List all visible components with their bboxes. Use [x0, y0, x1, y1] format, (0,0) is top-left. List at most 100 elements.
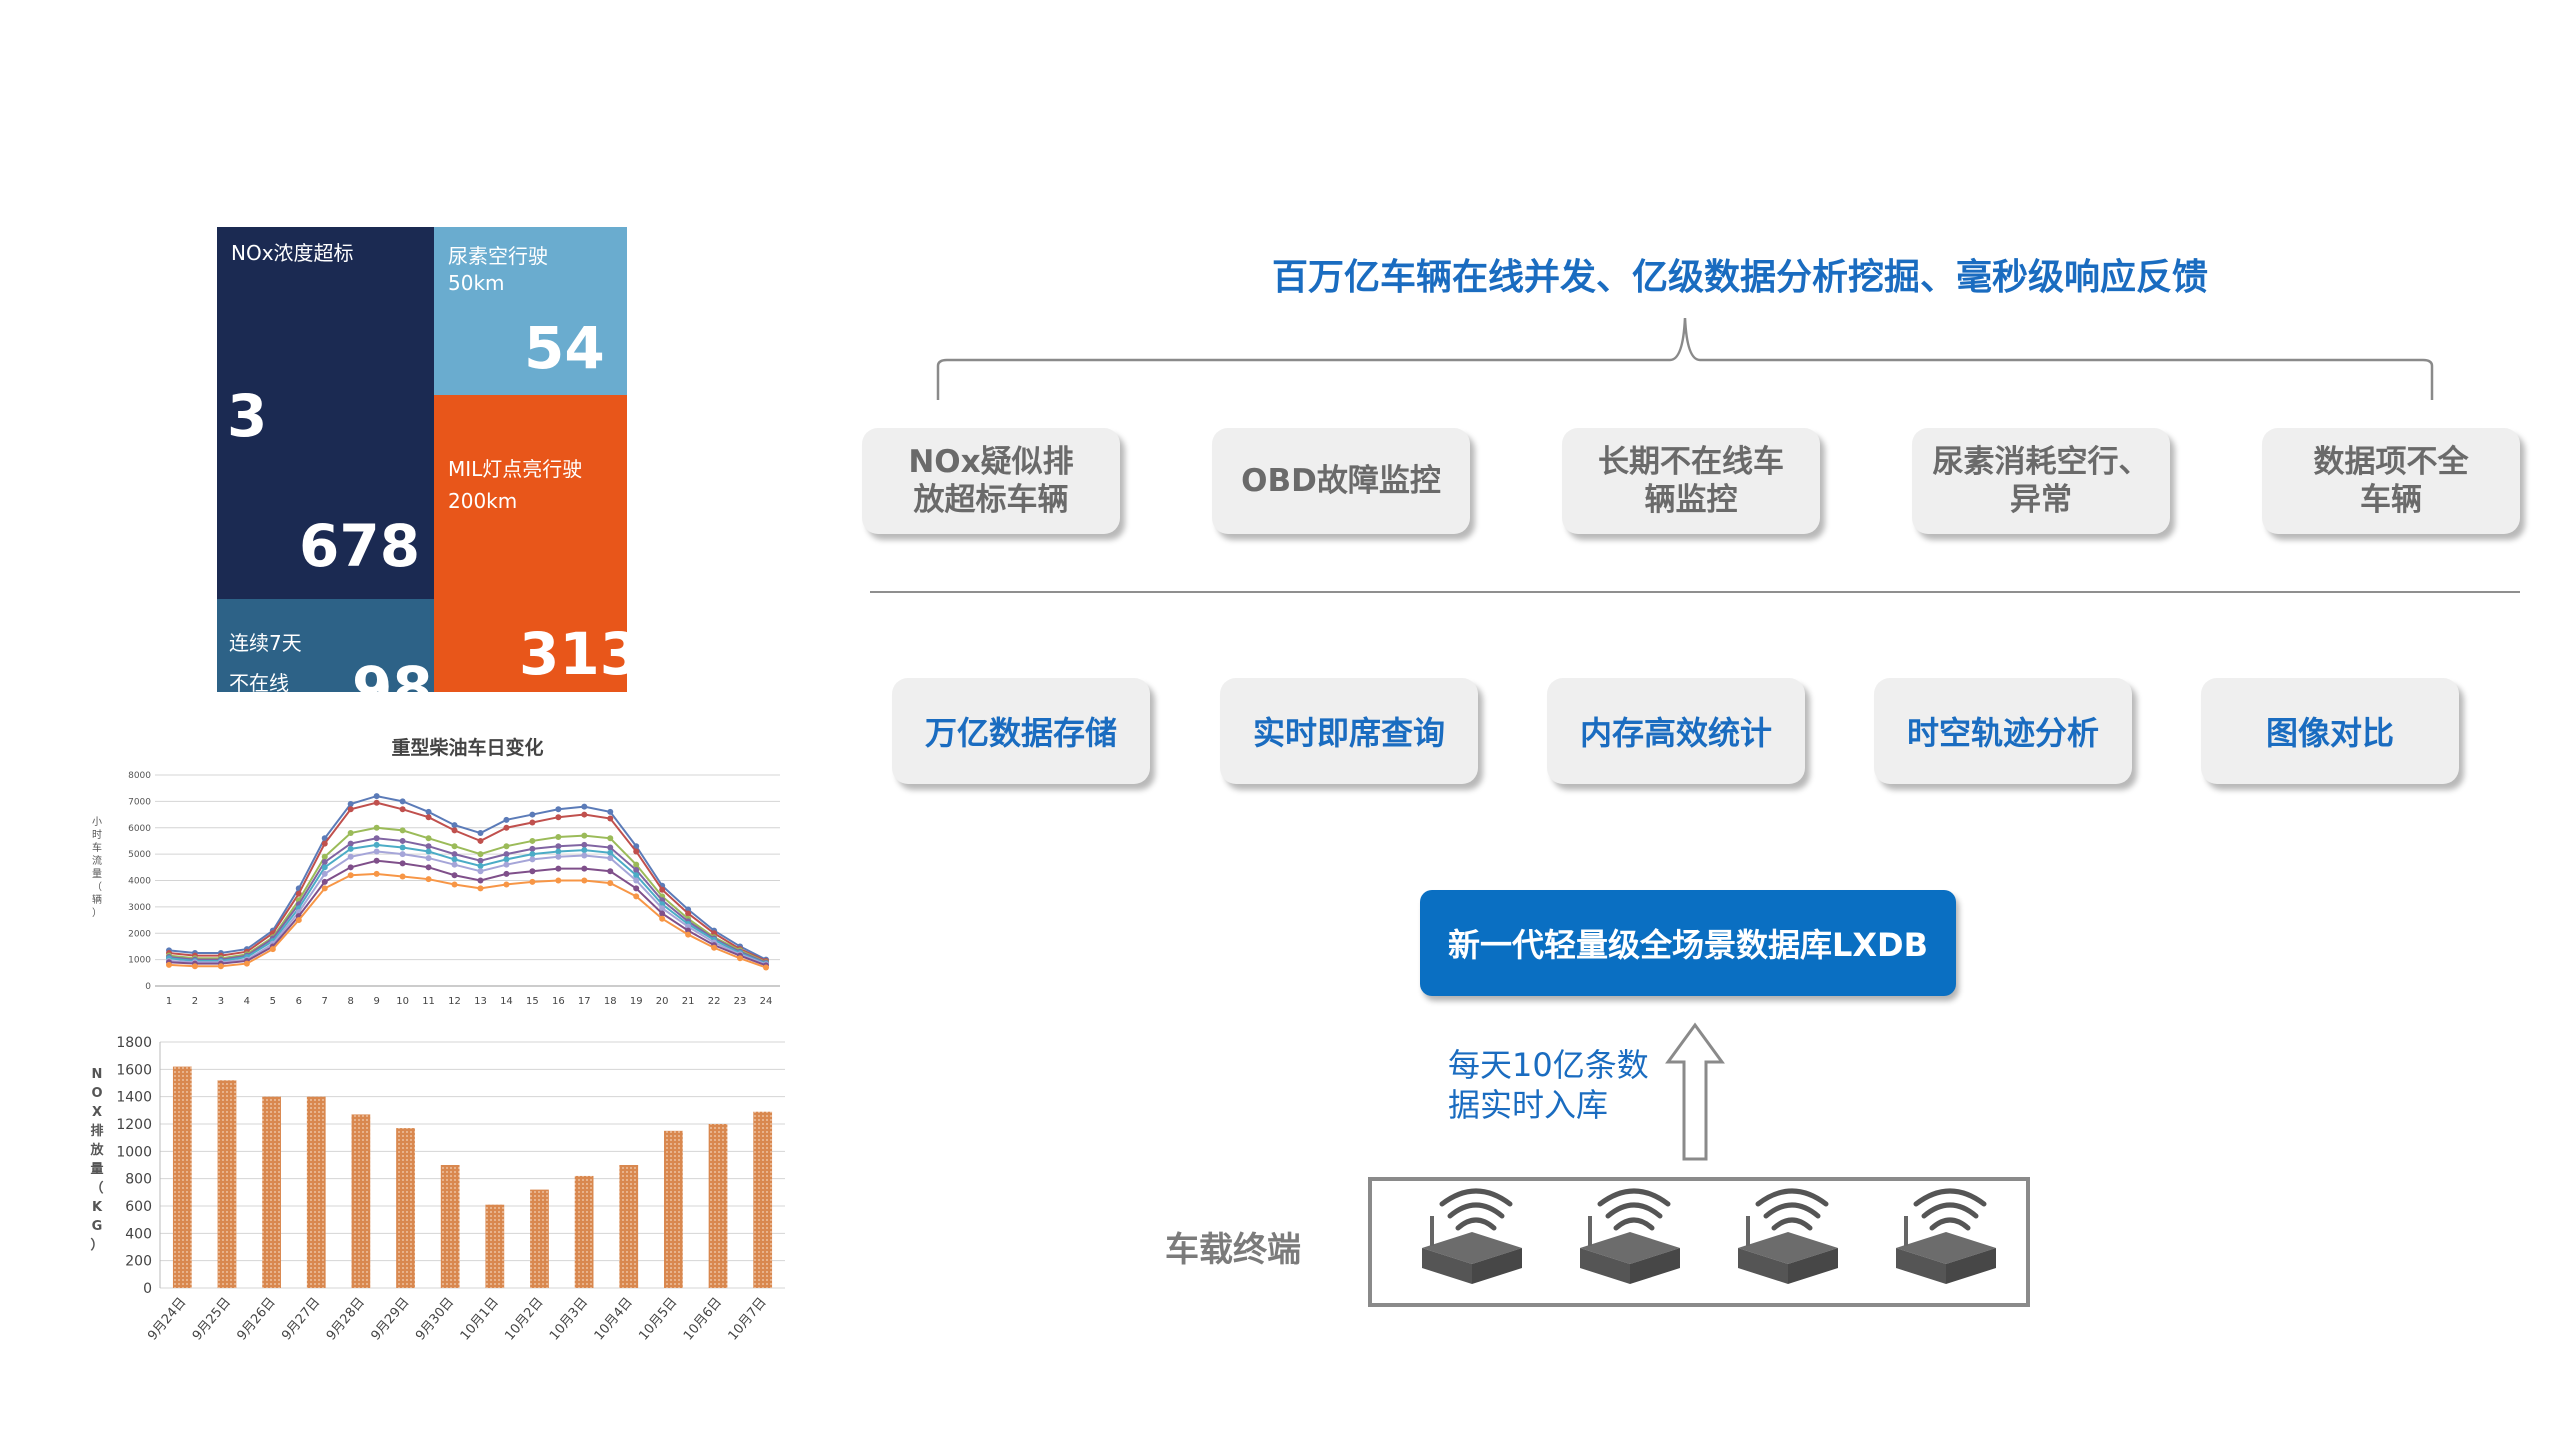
- data-point: [607, 808, 614, 815]
- tile-offline-sublabel: 不在线: [229, 671, 289, 692]
- data-point: [399, 851, 406, 858]
- data-point: [581, 877, 588, 884]
- y-axis-label-char: 小: [92, 816, 102, 828]
- data-point: [685, 931, 692, 938]
- y-axis-label-char: 流: [92, 854, 102, 867]
- data-point: [581, 852, 588, 859]
- tile-nox-exceed: NOx浓度超标 3 678: [217, 227, 434, 599]
- data-point: [269, 946, 276, 953]
- tile-urea-value: 54: [524, 314, 605, 382]
- data-point: [373, 835, 380, 842]
- data-point: [607, 835, 614, 842]
- y-axis-label-char: 辆: [92, 893, 102, 906]
- bar: [172, 1066, 192, 1288]
- data-point: [607, 880, 614, 887]
- bar: [485, 1204, 505, 1288]
- capability-trillion-storage: 万亿数据存储: [892, 678, 1150, 784]
- y-axis-label-char: G: [92, 1219, 103, 1234]
- y-tick-label: 1600: [116, 1062, 152, 1078]
- data-point: [373, 848, 380, 855]
- tile-mil-sublabel: 200km: [448, 489, 518, 513]
- data-point: [659, 905, 666, 912]
- x-tick-label: 24: [760, 996, 773, 1007]
- bar: [708, 1124, 728, 1288]
- x-tick-label: 16: [552, 996, 565, 1007]
- data-point: [451, 843, 458, 850]
- data-point: [425, 864, 432, 871]
- y-axis-label-char: N: [92, 1067, 103, 1082]
- series-line: [168, 801, 767, 962]
- data-point: [243, 960, 250, 967]
- x-tick-label: 3: [218, 996, 224, 1007]
- data-point: [166, 961, 172, 968]
- x-tick-label: 23: [734, 996, 747, 1007]
- router-icon: [1422, 1188, 1522, 1284]
- data-point: [529, 878, 536, 885]
- series-line: [168, 837, 767, 964]
- y-axis-label-char: ）: [90, 1237, 103, 1253]
- wifi-arc: [1755, 1188, 1829, 1207]
- bar: [262, 1096, 281, 1288]
- wifi-arc: [1763, 1202, 1821, 1219]
- data-point: [581, 811, 588, 818]
- y-tick-label: 6000: [128, 824, 151, 834]
- data-point: [425, 814, 432, 821]
- tile-urea-label: 尿素空行驶: [448, 244, 548, 268]
- x-tick-label: 10月1日: [458, 1295, 502, 1344]
- bar: [574, 1175, 594, 1288]
- data-point: [425, 808, 432, 815]
- nox-emission-bar-chart: 020040060080010001200140016001800NOX排放量（…: [85, 1030, 795, 1380]
- monitor-incomplete-data: 数据项不全车辆: [2262, 428, 2520, 534]
- data-point: [217, 963, 224, 970]
- capability-realtime-query: 实时即席查询: [1220, 678, 1478, 784]
- x-tick-label: 10月3日: [547, 1295, 591, 1344]
- wifi-arc: [1771, 1217, 1813, 1231]
- data-point: [347, 840, 354, 847]
- data-point: [581, 803, 588, 810]
- x-tick-label: 9月27日: [279, 1295, 323, 1344]
- data-point: [633, 893, 640, 900]
- data-point: [347, 864, 354, 871]
- data-point: [633, 872, 640, 879]
- data-point: [659, 910, 666, 917]
- data-point: [399, 873, 406, 880]
- y-tick-label: 1200: [116, 1117, 152, 1133]
- lxdb-database-box: 新一代轻量级全场景数据库LXDB: [1420, 890, 1956, 996]
- x-tick-label: 10月4日: [592, 1295, 636, 1344]
- monitor-obd-fault: OBD故障监控: [1212, 428, 1470, 534]
- ingest-label-line1: 每天10亿条数: [1448, 1046, 1649, 1084]
- data-point: [451, 827, 458, 834]
- monitor-item-line1: NOx疑似排: [908, 444, 1074, 480]
- data-point: [477, 857, 484, 864]
- capability-trajectory-analysis: 时空轨迹分析: [1874, 678, 2132, 784]
- tile-nox-value: 678: [299, 512, 421, 580]
- y-axis-label-char: K: [92, 1200, 103, 1215]
- ingest-label: 每天10亿条数 据实时入库: [1448, 1045, 1649, 1125]
- daily-traffic-line-chart: 重型柴油车日变化01000200030004000500060007000800…: [85, 730, 795, 1030]
- data-point: [737, 955, 744, 962]
- monitor-urea-anomaly: 尿素消耗空行、异常: [1912, 428, 2170, 534]
- y-tick-label: 4000: [128, 877, 151, 887]
- nox-status-treemap: NOx浓度超标 3 678 尿素空行驶 50km 54 MIL灯点亮行驶 200…: [217, 227, 627, 692]
- x-tick-label: 14: [500, 996, 513, 1007]
- data-point: [425, 876, 432, 883]
- wifi-arc: [1597, 1188, 1671, 1207]
- data-point: [503, 856, 510, 863]
- x-tick-label: 4: [244, 996, 250, 1007]
- x-tick-label: 9月25日: [190, 1295, 234, 1344]
- data-point: [633, 861, 640, 868]
- data-point: [425, 835, 432, 842]
- x-tick-label: 9月24日: [145, 1295, 189, 1344]
- terminal-box: [1368, 1177, 2030, 1307]
- y-axis-label-char: （: [90, 1180, 103, 1196]
- wifi-arc: [1929, 1217, 1971, 1231]
- x-tick-label: 10月2日: [502, 1295, 546, 1344]
- router-icon: [1580, 1188, 1680, 1284]
- series-line: [168, 872, 767, 969]
- data-point: [711, 944, 718, 951]
- tile-mil-value: 313: [519, 620, 627, 688]
- x-tick-label: 5: [270, 996, 276, 1007]
- y-axis-label-char: 量: [92, 868, 102, 880]
- router-side-right: [1946, 1248, 1996, 1284]
- divider: [870, 591, 2520, 593]
